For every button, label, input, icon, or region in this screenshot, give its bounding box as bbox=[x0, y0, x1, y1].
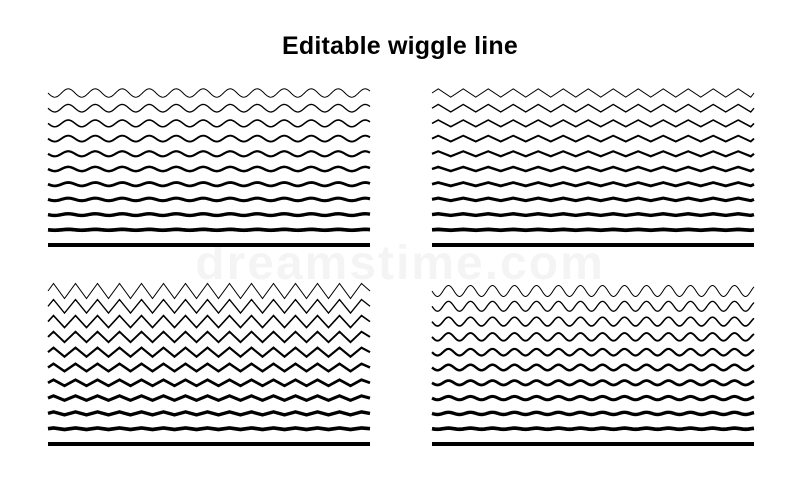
wiggle-line bbox=[431, 212, 755, 218]
wiggle-line bbox=[47, 196, 371, 203]
wiggle-line bbox=[431, 88, 755, 98]
wiggle-line bbox=[431, 363, 755, 372]
wiggle-line bbox=[47, 298, 371, 315]
wiggle-line bbox=[47, 330, 371, 344]
wiggle-line bbox=[431, 134, 755, 143]
wiggle-line bbox=[431, 410, 755, 417]
wiggle-line bbox=[47, 426, 371, 432]
wiggle-line bbox=[47, 314, 371, 329]
wiggle-line bbox=[47, 362, 371, 373]
sharp-zigzag-gradient-panel bbox=[47, 281, 371, 447]
wiggle-line bbox=[47, 165, 371, 173]
wiggle-line bbox=[431, 347, 755, 357]
wiggle-line bbox=[47, 103, 371, 113]
round-wave-lines bbox=[431, 285, 755, 446]
wiggle-line bbox=[47, 150, 371, 158]
wiggle-line bbox=[431, 394, 755, 402]
wiggle-line bbox=[431, 332, 755, 342]
wiggle-line bbox=[431, 181, 755, 188]
wiggle-line bbox=[47, 282, 371, 300]
smooth-wave-gradient-panel bbox=[47, 87, 371, 249]
wiggle-line bbox=[431, 103, 755, 113]
wiggle-line bbox=[431, 379, 755, 387]
wiggle-line bbox=[431, 316, 755, 327]
wiggle-line bbox=[47, 346, 371, 359]
sharp-zigzag-lines bbox=[47, 282, 371, 446]
wiggle-line bbox=[47, 410, 371, 417]
page-title: Editable wiggle line bbox=[282, 32, 518, 60]
wiggle-line bbox=[47, 227, 371, 233]
round-wave-gradient-panel bbox=[431, 281, 755, 447]
smooth-wave-lines bbox=[47, 88, 371, 247]
wiggle-line bbox=[431, 119, 755, 128]
wiggle-line bbox=[431, 285, 755, 297]
wiggle-line bbox=[431, 196, 755, 203]
wiggle-line bbox=[47, 378, 371, 388]
wiggle-line bbox=[431, 426, 755, 432]
wiggle-line bbox=[47, 119, 371, 128]
wiggle-line bbox=[47, 134, 371, 143]
wiggle-line bbox=[47, 88, 371, 98]
wiggle-line bbox=[431, 150, 755, 158]
wiggle-line bbox=[47, 394, 371, 403]
zigzag-thin-gradient-panel bbox=[431, 87, 755, 249]
wiggle-line bbox=[431, 300, 755, 312]
wiggle-line bbox=[47, 181, 371, 188]
shallow-zigzag-lines bbox=[431, 88, 755, 247]
wiggle-line bbox=[431, 165, 755, 173]
wiggle-line bbox=[431, 227, 755, 233]
wiggle-line bbox=[47, 212, 371, 218]
